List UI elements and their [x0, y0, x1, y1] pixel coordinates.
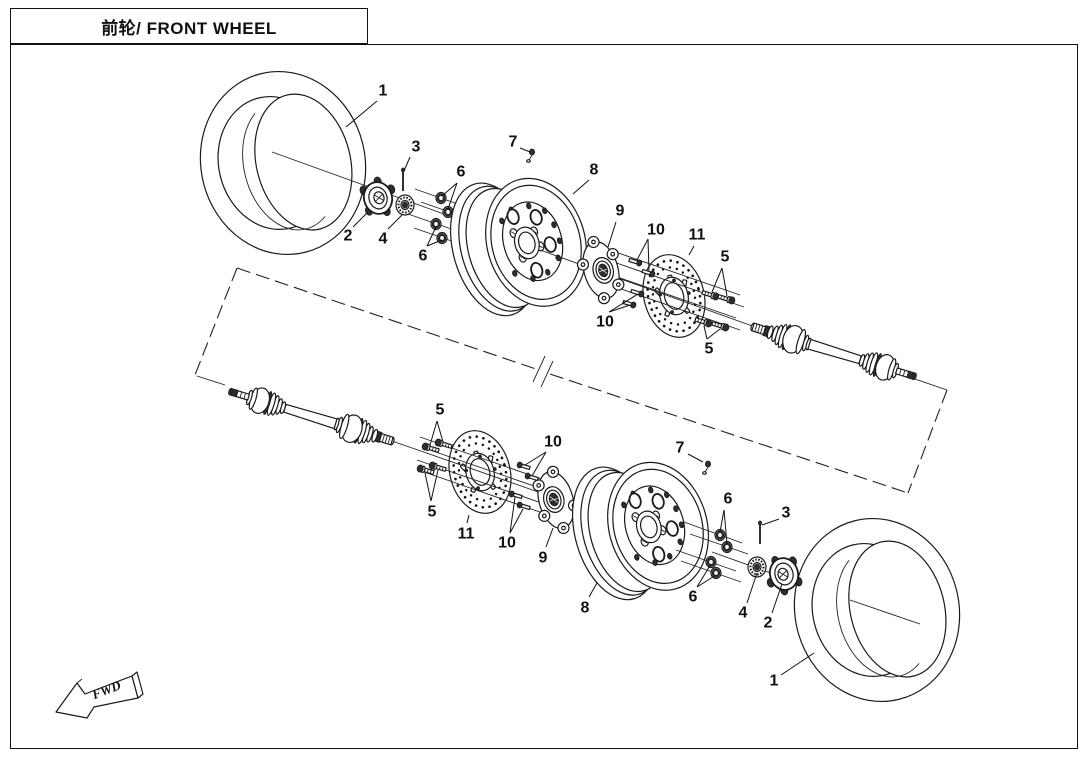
leader-line — [429, 420, 438, 446]
leader-line — [771, 583, 783, 614]
leader-line — [387, 214, 403, 230]
callout-3: 3 — [782, 505, 791, 522]
leader-line — [424, 472, 432, 502]
leader-line — [572, 179, 590, 195]
leader-line — [519, 147, 531, 153]
callout-9: 9 — [616, 203, 625, 220]
callout-4: 4 — [379, 231, 388, 248]
callout-5: 5 — [428, 504, 437, 521]
castle-nut-top — [395, 194, 415, 216]
leader-line — [345, 100, 378, 128]
drive-axle-bottom — [224, 377, 399, 456]
leader-line — [636, 238, 649, 261]
callout-5: 5 — [436, 402, 445, 419]
wheel-rim-top — [435, 157, 602, 329]
leader-line — [426, 239, 443, 247]
leader-line — [687, 453, 704, 463]
callout-1: 1 — [770, 673, 779, 690]
leader-line — [719, 509, 725, 533]
break-mark — [532, 355, 554, 388]
axis-line-top — [539, 249, 759, 329]
callout-11: 11 — [458, 526, 475, 543]
callout-4: 4 — [739, 605, 748, 622]
leader-line — [447, 182, 458, 210]
axle-connector-line — [196, 375, 226, 386]
leader-line — [608, 293, 639, 313]
leader-line — [647, 238, 650, 272]
leader-line — [711, 267, 723, 293]
leader-line — [761, 518, 780, 526]
leader-line — [688, 245, 695, 256]
callout-6: 6 — [689, 589, 698, 606]
cotter-pin-top — [400, 167, 406, 192]
callout-10: 10 — [498, 535, 516, 552]
leader-line — [531, 451, 547, 477]
tire-top — [180, 53, 386, 273]
leader-line — [509, 496, 516, 534]
leader-line — [509, 508, 524, 534]
leader-line — [545, 527, 554, 548]
callout-10: 10 — [647, 222, 665, 239]
leader-line — [466, 514, 470, 524]
callout-10: 10 — [544, 434, 562, 451]
leader-line — [746, 572, 758, 604]
lug-nuts-top — [430, 191, 454, 245]
leader-line — [608, 304, 631, 313]
callout-8: 8 — [590, 162, 599, 179]
callout-5: 5 — [721, 249, 730, 266]
leader-line — [426, 226, 437, 247]
leader-line — [524, 451, 547, 466]
cotter-pin-bottom — [757, 520, 763, 545]
callout-5: 5 — [705, 341, 714, 358]
leader-line — [588, 582, 598, 598]
leader-line — [696, 563, 712, 588]
fwd-arrow: FWD — [55, 671, 144, 719]
leader-line — [721, 267, 728, 297]
leader-line — [403, 156, 411, 172]
valve-stem-bottom — [702, 460, 712, 475]
leader-line — [441, 182, 458, 197]
callout-2: 2 — [764, 615, 773, 632]
tire-bottom — [774, 500, 980, 720]
leader-line — [696, 574, 717, 588]
callout-6: 6 — [457, 164, 466, 181]
leader-line — [703, 325, 708, 340]
callout-6: 6 — [724, 491, 733, 508]
callout-2: 2 — [344, 228, 353, 245]
leader-line — [706, 328, 721, 340]
title-box: 前轮/ FRONT WHEEL — [10, 8, 368, 44]
axis-line-bottom — [849, 599, 921, 625]
callout-3: 3 — [412, 139, 421, 156]
callout-9: 9 — [539, 550, 548, 567]
callout-6: 6 — [419, 248, 428, 265]
symmetry-dashed-lines — [194, 267, 948, 494]
leader-line — [436, 420, 444, 443]
callout-7: 7 — [509, 134, 518, 151]
callout-1: 1 — [379, 83, 388, 100]
drive-axle-top — [746, 312, 921, 391]
callout-8: 8 — [581, 600, 590, 617]
callout-7: 7 — [676, 440, 685, 457]
leader-line — [607, 221, 617, 248]
callout-11: 11 — [689, 227, 706, 244]
axle-connector-line — [911, 377, 948, 391]
callout-10: 10 — [596, 314, 614, 331]
leader-line — [780, 652, 815, 676]
page-title: 前轮/ FRONT WHEEL — [101, 18, 277, 38]
leader-line — [352, 212, 368, 228]
leader-line — [723, 509, 728, 545]
leader-line — [430, 469, 439, 502]
